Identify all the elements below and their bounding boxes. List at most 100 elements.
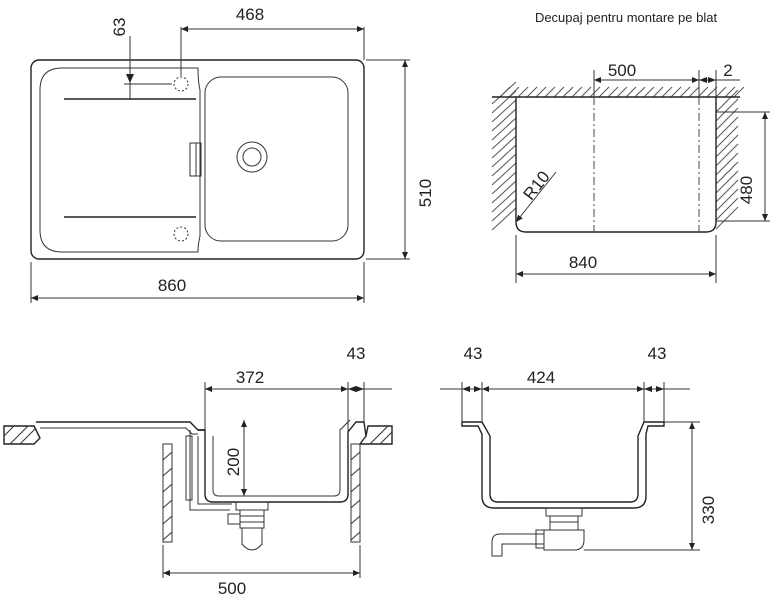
wall-hatch	[350, 483, 361, 493]
arrow-right-icon	[656, 386, 664, 392]
hatch-line	[679, 86, 691, 98]
hatch-line	[517, 86, 529, 98]
hatch-line	[733, 86, 745, 98]
dim-inner: 500	[608, 61, 636, 80]
dim-height: 480	[737, 176, 756, 204]
hatch-line	[491, 198, 517, 222]
arrow-left-icon	[644, 386, 652, 392]
hatch-line	[715, 143, 739, 167]
dim-rim: 43	[347, 344, 366, 363]
cabinet-wall-right	[350, 443, 361, 543]
overflow-pipe	[185, 435, 193, 501]
hatch-line	[715, 89, 739, 113]
dim-total-height: 330	[699, 496, 718, 524]
cutout-outline	[515, 96, 717, 233]
hatch-line	[571, 86, 583, 98]
hatch-line	[715, 98, 739, 122]
hatch-line	[715, 188, 739, 212]
hatch-line	[634, 86, 646, 98]
hatch-line	[715, 86, 727, 98]
hatch-line	[580, 86, 592, 98]
wall-hatch	[350, 531, 361, 541]
drain-flange	[235, 501, 269, 511]
hatch-line	[661, 86, 673, 98]
wall-hatch	[162, 451, 173, 461]
hatch-line	[491, 108, 517, 132]
drain-inner-icon	[242, 147, 262, 167]
wall-hatch	[162, 467, 173, 477]
drain-outlet-pipe	[491, 533, 544, 557]
hatch-line	[553, 86, 565, 98]
dim-radius: R10	[520, 167, 554, 203]
drain-connector	[535, 529, 545, 549]
wall-hatch	[162, 483, 173, 493]
dim-width: 860	[158, 276, 186, 295]
front-section-view: 43 424 43 330	[440, 344, 718, 557]
dim-depth: 510	[416, 179, 435, 207]
hatch-line	[491, 189, 517, 213]
radius-leader	[515, 171, 557, 223]
hatch-line	[643, 86, 655, 98]
hatch-line	[715, 206, 739, 230]
hatch-line	[715, 152, 739, 176]
side-section-view: 372 43 200 500	[3, 344, 393, 598]
drain-trap-body	[543, 529, 585, 551]
hatch-line	[491, 207, 517, 231]
hatch-line	[706, 86, 718, 98]
arrow-left-icon	[699, 77, 707, 83]
wall-hatch	[162, 531, 173, 541]
tap-hole-icon	[173, 76, 189, 92]
hatch-line	[715, 134, 739, 158]
hatch-line	[598, 86, 610, 98]
drain-flange	[545, 507, 583, 517]
dim-bowl-width: 424	[527, 368, 555, 387]
cutout-view: 500 2 480 840 R10	[491, 61, 770, 283]
dim-bowl-length: 372	[236, 368, 264, 387]
cutout-title: Decupaj pentru montare pe blat	[535, 10, 718, 25]
dim-rim-left: 43	[464, 344, 483, 363]
hatch-line	[715, 116, 739, 140]
drainer-plate	[36, 421, 205, 431]
hatch-line	[491, 135, 517, 159]
overflow-tube	[189, 430, 232, 511]
drain-body	[239, 509, 265, 529]
dim-drain-offset: 63	[110, 18, 129, 37]
dim-bowl-depth: 200	[224, 448, 243, 476]
hatch-line	[491, 180, 517, 204]
drainer-area	[39, 67, 201, 253]
arrow-down-icon	[126, 74, 134, 83]
hatch-line	[491, 171, 517, 195]
arrow-right-icon	[356, 386, 364, 392]
drain-outer-icon	[236, 141, 268, 173]
arrow-left-icon	[462, 386, 470, 392]
wall-hatch	[350, 467, 361, 477]
arrow-right-icon	[474, 386, 482, 392]
wall-hatch	[350, 451, 361, 461]
hatch-line	[607, 86, 619, 98]
bowl-section	[198, 421, 367, 503]
bowl-outline	[204, 76, 349, 242]
drainer-plate-inner	[40, 427, 198, 435]
countertop-left	[3, 425, 41, 445]
hatch-line	[535, 86, 547, 98]
tap-hole-icon	[173, 226, 189, 242]
hatch-line	[688, 86, 700, 98]
hatch-line	[544, 86, 556, 98]
sink-outline	[30, 59, 365, 260]
drain-trap	[241, 528, 263, 551]
wall-hatch	[350, 515, 361, 525]
hatch-line	[697, 86, 709, 98]
hatch-line	[491, 126, 517, 150]
hatch-line	[715, 125, 739, 149]
hatch-line	[715, 179, 739, 203]
hatch-line	[616, 86, 628, 98]
dim-bowl-offset: 468	[236, 5, 264, 24]
hatch-line	[491, 90, 517, 114]
hatch-line	[652, 86, 664, 98]
hatch-line	[715, 107, 739, 131]
front-bowl-section	[461, 421, 665, 509]
wall-hatch	[162, 499, 173, 509]
hatch-pattern	[491, 81, 745, 231]
wall-hatch	[162, 515, 173, 525]
